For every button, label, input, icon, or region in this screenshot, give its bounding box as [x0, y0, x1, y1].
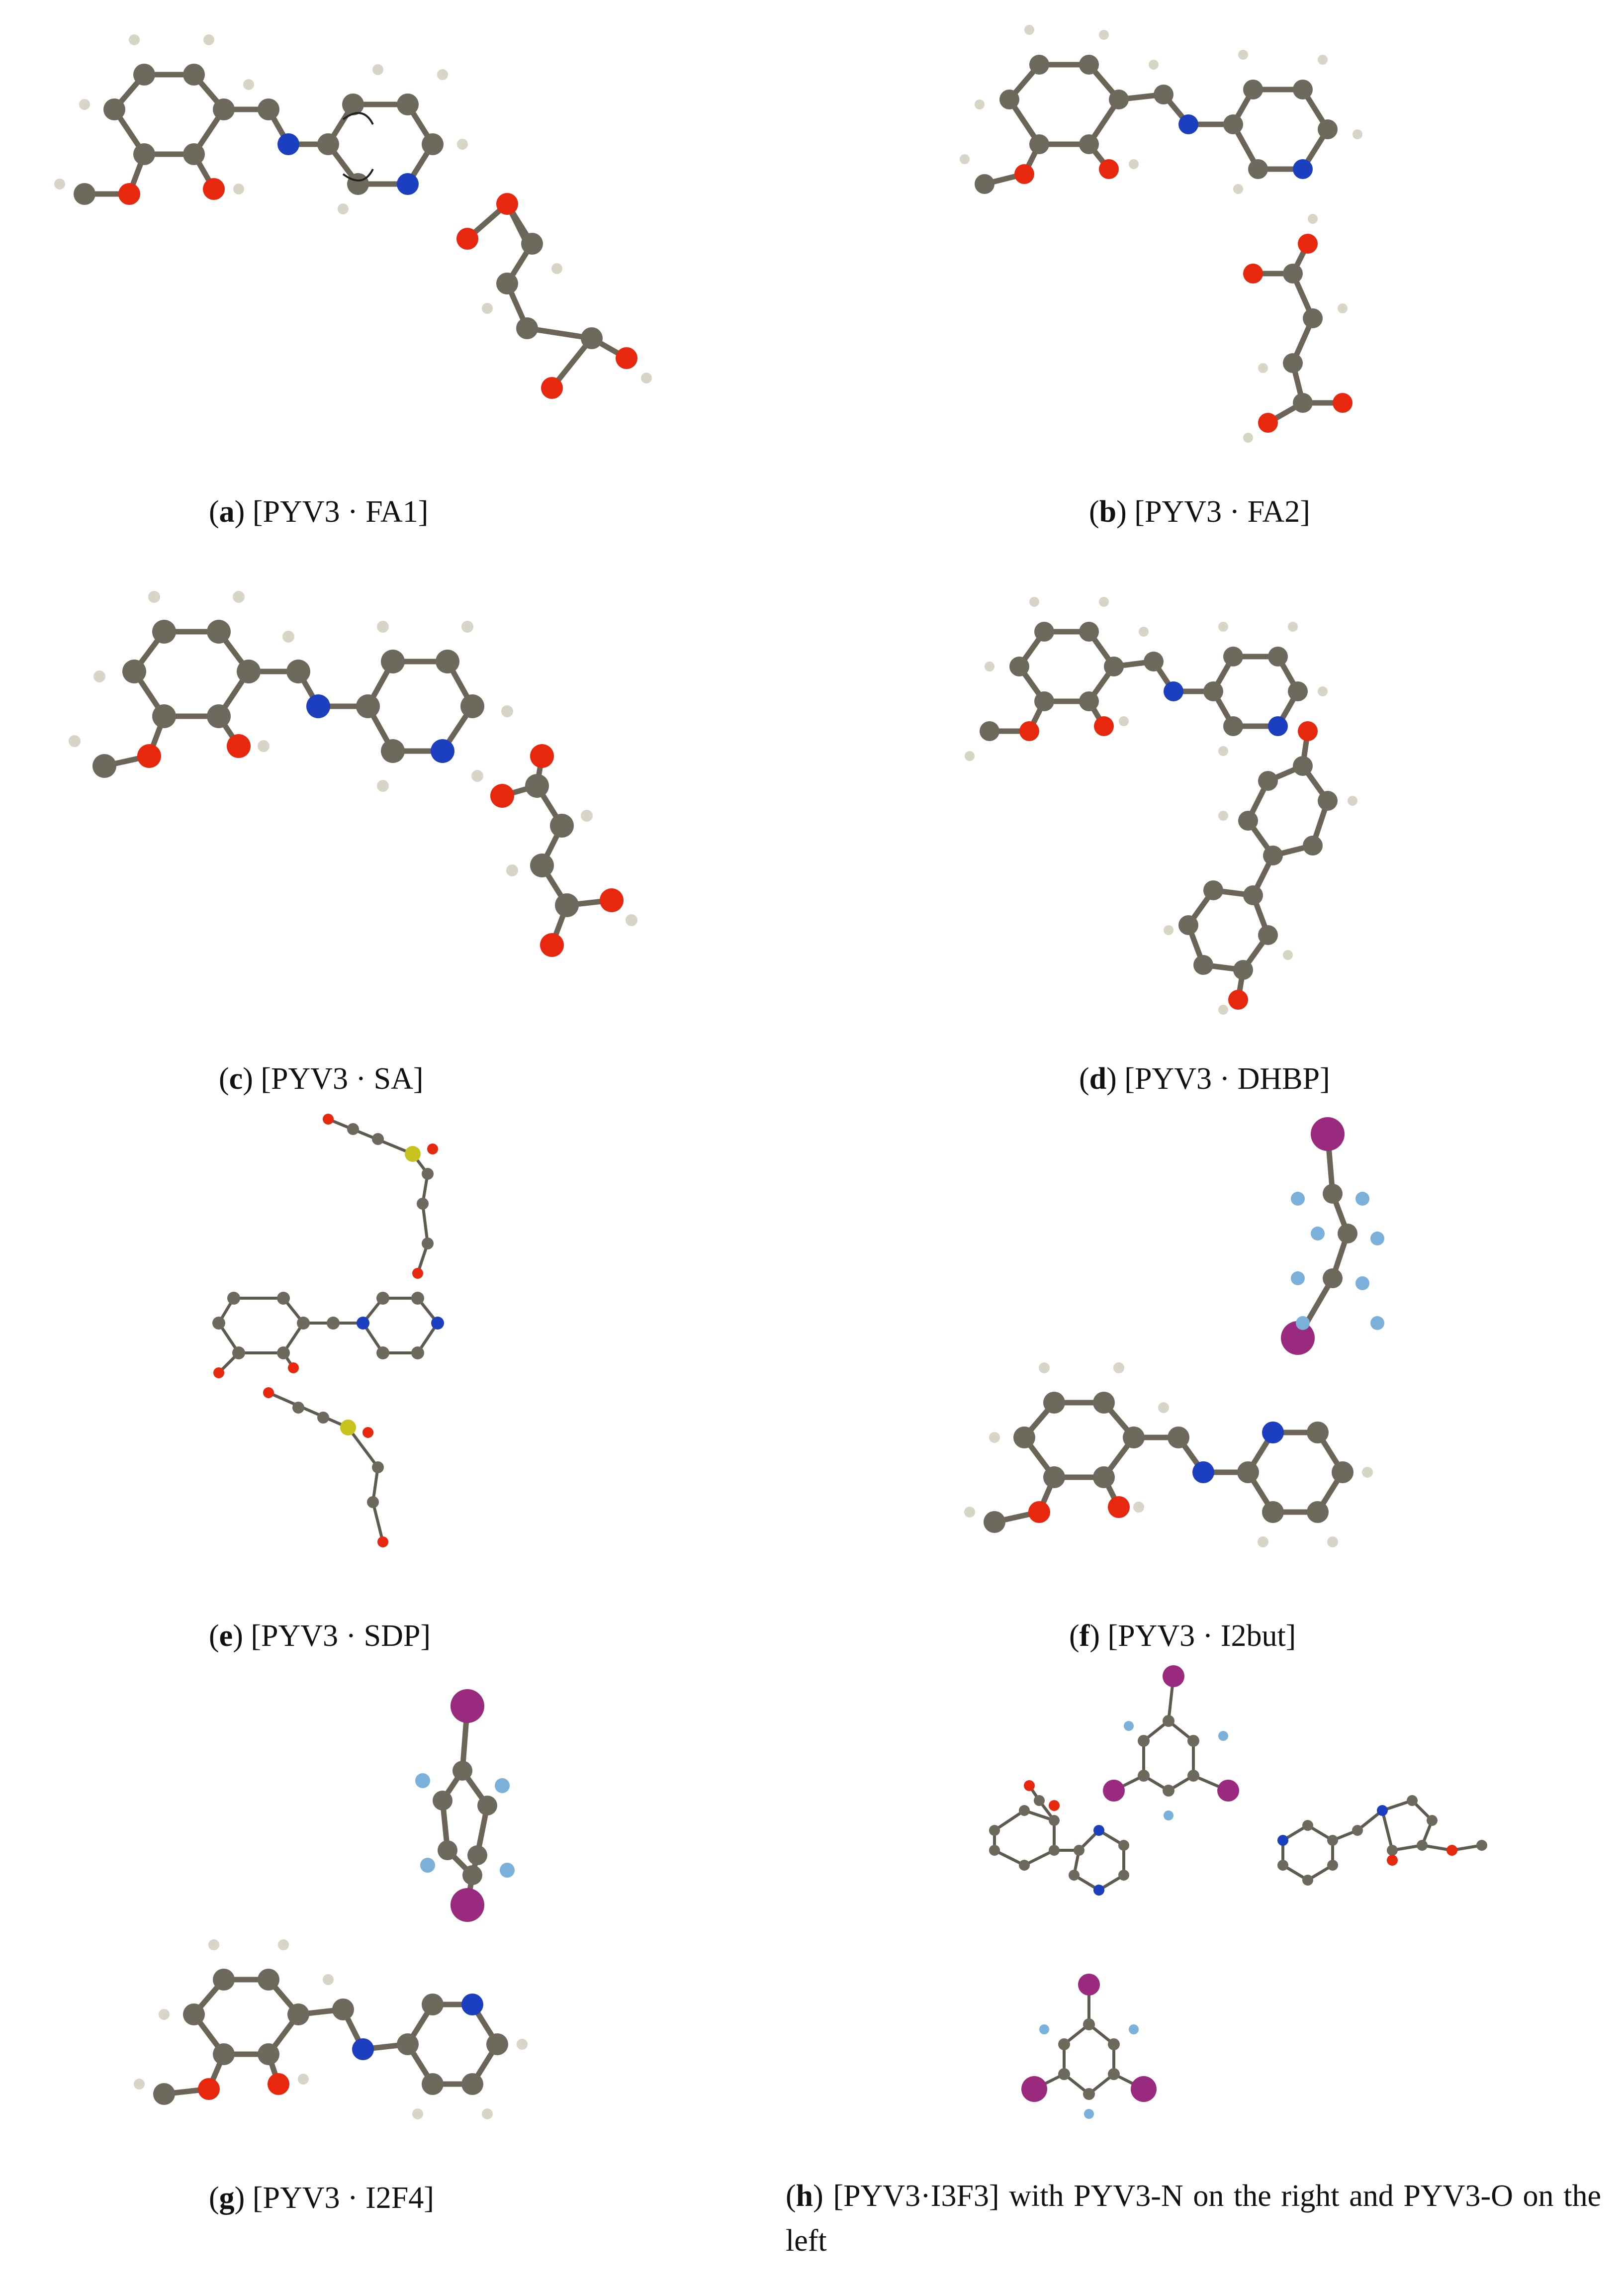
panel-b-molecule [945, 10, 1591, 448]
caption-h: (h) [PYV3·I3F3] with PYV3-N on the right… [786, 2179, 1601, 2258]
panel-c-molecule [40, 577, 686, 985]
panel-a-molecule [30, 10, 676, 448]
caption-a: (a) [PYV3 · FA1] [209, 495, 429, 529]
panel-f-molecule [940, 1114, 1586, 1572]
caption-e: (e) [PYV3 · SDP] [209, 1619, 431, 1653]
panel-d-molecule [945, 572, 1591, 1020]
panel-e-molecule [189, 1109, 487, 1567]
caption-b: (b) [PYV3 · FA2] [1089, 495, 1310, 529]
panel-g-molecule [99, 1686, 646, 2134]
panel-h-molecule [955, 1661, 1551, 2134]
caption-f: (f) [PYV3 · I2but] [1069, 1619, 1296, 1653]
caption-g: (g) [PYV3 · I2F4] [209, 2181, 434, 2215]
caption-d: (d) [PYV3 · DHBP] [1079, 1062, 1330, 1096]
caption-c: (c) [PYV3 · SA] [219, 1062, 424, 1096]
